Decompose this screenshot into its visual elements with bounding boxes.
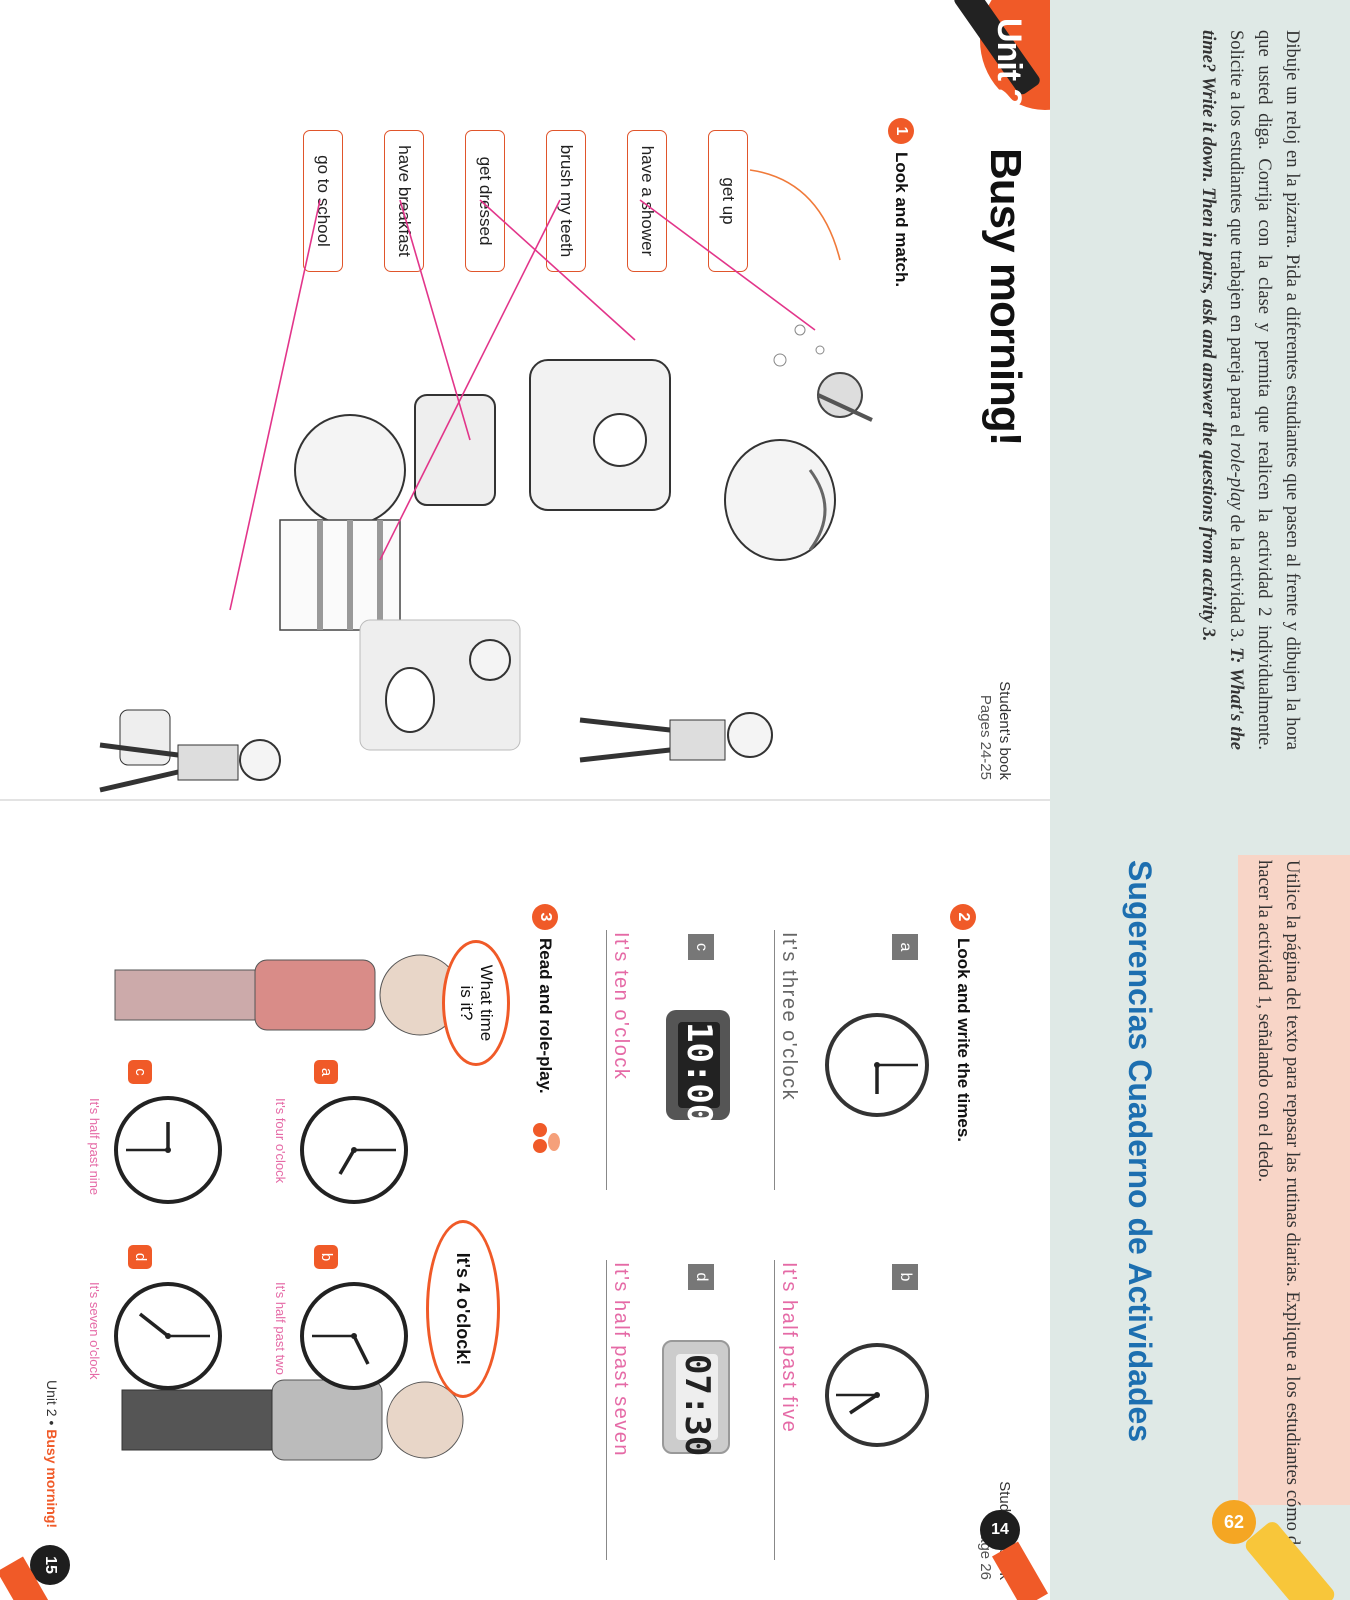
item-a-letter: a [892, 934, 918, 960]
roleplay-b-caption: It's half past two [273, 1282, 288, 1375]
note2-text-2: de la actividad 3. [1226, 509, 1246, 648]
item-a-line [774, 930, 775, 1190]
roleplay-c-letter: c [128, 1060, 152, 1084]
boy-image [121, 1379, 464, 1461]
question-bubble: What time is it? [442, 940, 510, 1066]
activity-2-number: 2 [950, 904, 976, 930]
girl-image [114, 954, 461, 1036]
roleplay-clock-a-icon [300, 1096, 408, 1204]
teacher-note-1: Utilice la página del texto para repasar… [1254, 860, 1302, 1580]
get-dressed-scene [579, 712, 773, 763]
answer-bubble: It's 4 o'clock! [426, 1220, 500, 1398]
item-b-answer: It's half past five [778, 1262, 800, 1434]
item-c-line [606, 930, 607, 1190]
item-d-answer: It's half past seven [610, 1262, 632, 1458]
footer-unit: Unit 2 • Busy morning! [44, 1380, 60, 1529]
answer-text: It's 4 o'clock! [453, 1252, 474, 1366]
roleplay-b-letter: b [314, 1245, 338, 1269]
roleplay-a-letter: a [314, 1060, 338, 1084]
roleplay-a-caption: It's four o'clock [273, 1098, 288, 1184]
page-divider [0, 799, 1050, 801]
item-b-line [774, 1260, 775, 1560]
pair-work-icon [533, 1123, 560, 1153]
digital-clock-d-display: 07:30 [676, 1354, 718, 1457]
digital-clock-c-display: 10:00 [678, 1022, 720, 1125]
item-d-line [606, 1260, 607, 1560]
teacher-notes-rotated: Dibuje un reloj en la pizarra. Pida a di… [1050, 0, 1350, 1600]
teacher-note-2: Dibuje un reloj en la pizarra. Pida a di… [1194, 30, 1306, 750]
have-breakfast-scene [359, 619, 521, 751]
go-to-school-scene [99, 709, 281, 793]
roleplay-clock-b-icon [300, 1282, 408, 1390]
clock-b-icon [825, 1343, 929, 1447]
activity-1-illustrations [99, 169, 873, 793]
item-a-answer: It's three o'clock [778, 932, 800, 1102]
clock-a-icon [825, 1013, 929, 1117]
brush-teeth-scene [279, 414, 406, 631]
teacher-heading: Sugerencias Cuaderno de Actividades [1122, 860, 1158, 1443]
get-up-scene [414, 359, 671, 511]
activity-2-instruction: Look and write the times. [954, 938, 973, 1143]
roleplay-c-caption: It's half past nine [87, 1098, 102, 1196]
footer-unit-label: Unit 2 [44, 1380, 60, 1417]
teacher-heading-bg [1238, 855, 1350, 1505]
roleplay-d-letter: d [128, 1245, 152, 1269]
activity-3-instruction: Read and role-play. [536, 938, 555, 1094]
match-lines [229, 199, 816, 611]
item-c-letter: c [688, 934, 714, 960]
footer-title: Busy morning! [44, 1429, 60, 1529]
workbook-spread: Unit 2 Busy morning! Student's book Page… [0, 0, 1050, 1600]
teacher-page-number: 62 [1212, 1500, 1256, 1544]
shower-scene [724, 324, 873, 561]
activity-3-number: 3 [532, 904, 558, 930]
roleplay-clock-c-icon [114, 1096, 222, 1204]
roleplay-d-caption: It's seven o'clock [87, 1282, 102, 1380]
item-c-answer: It's ten o'clock [610, 932, 632, 1081]
digital-clock-d-icon: 07:30 [662, 1340, 730, 1457]
note2-italic: role-play [1226, 442, 1246, 510]
roleplay-clock-d-icon [114, 1282, 222, 1390]
question-text: What time is it? [457, 964, 496, 1042]
item-b-letter: b [892, 1264, 918, 1290]
digital-clock-c-icon: 10:00 [666, 1010, 730, 1125]
item-d-letter: d [688, 1264, 714, 1290]
